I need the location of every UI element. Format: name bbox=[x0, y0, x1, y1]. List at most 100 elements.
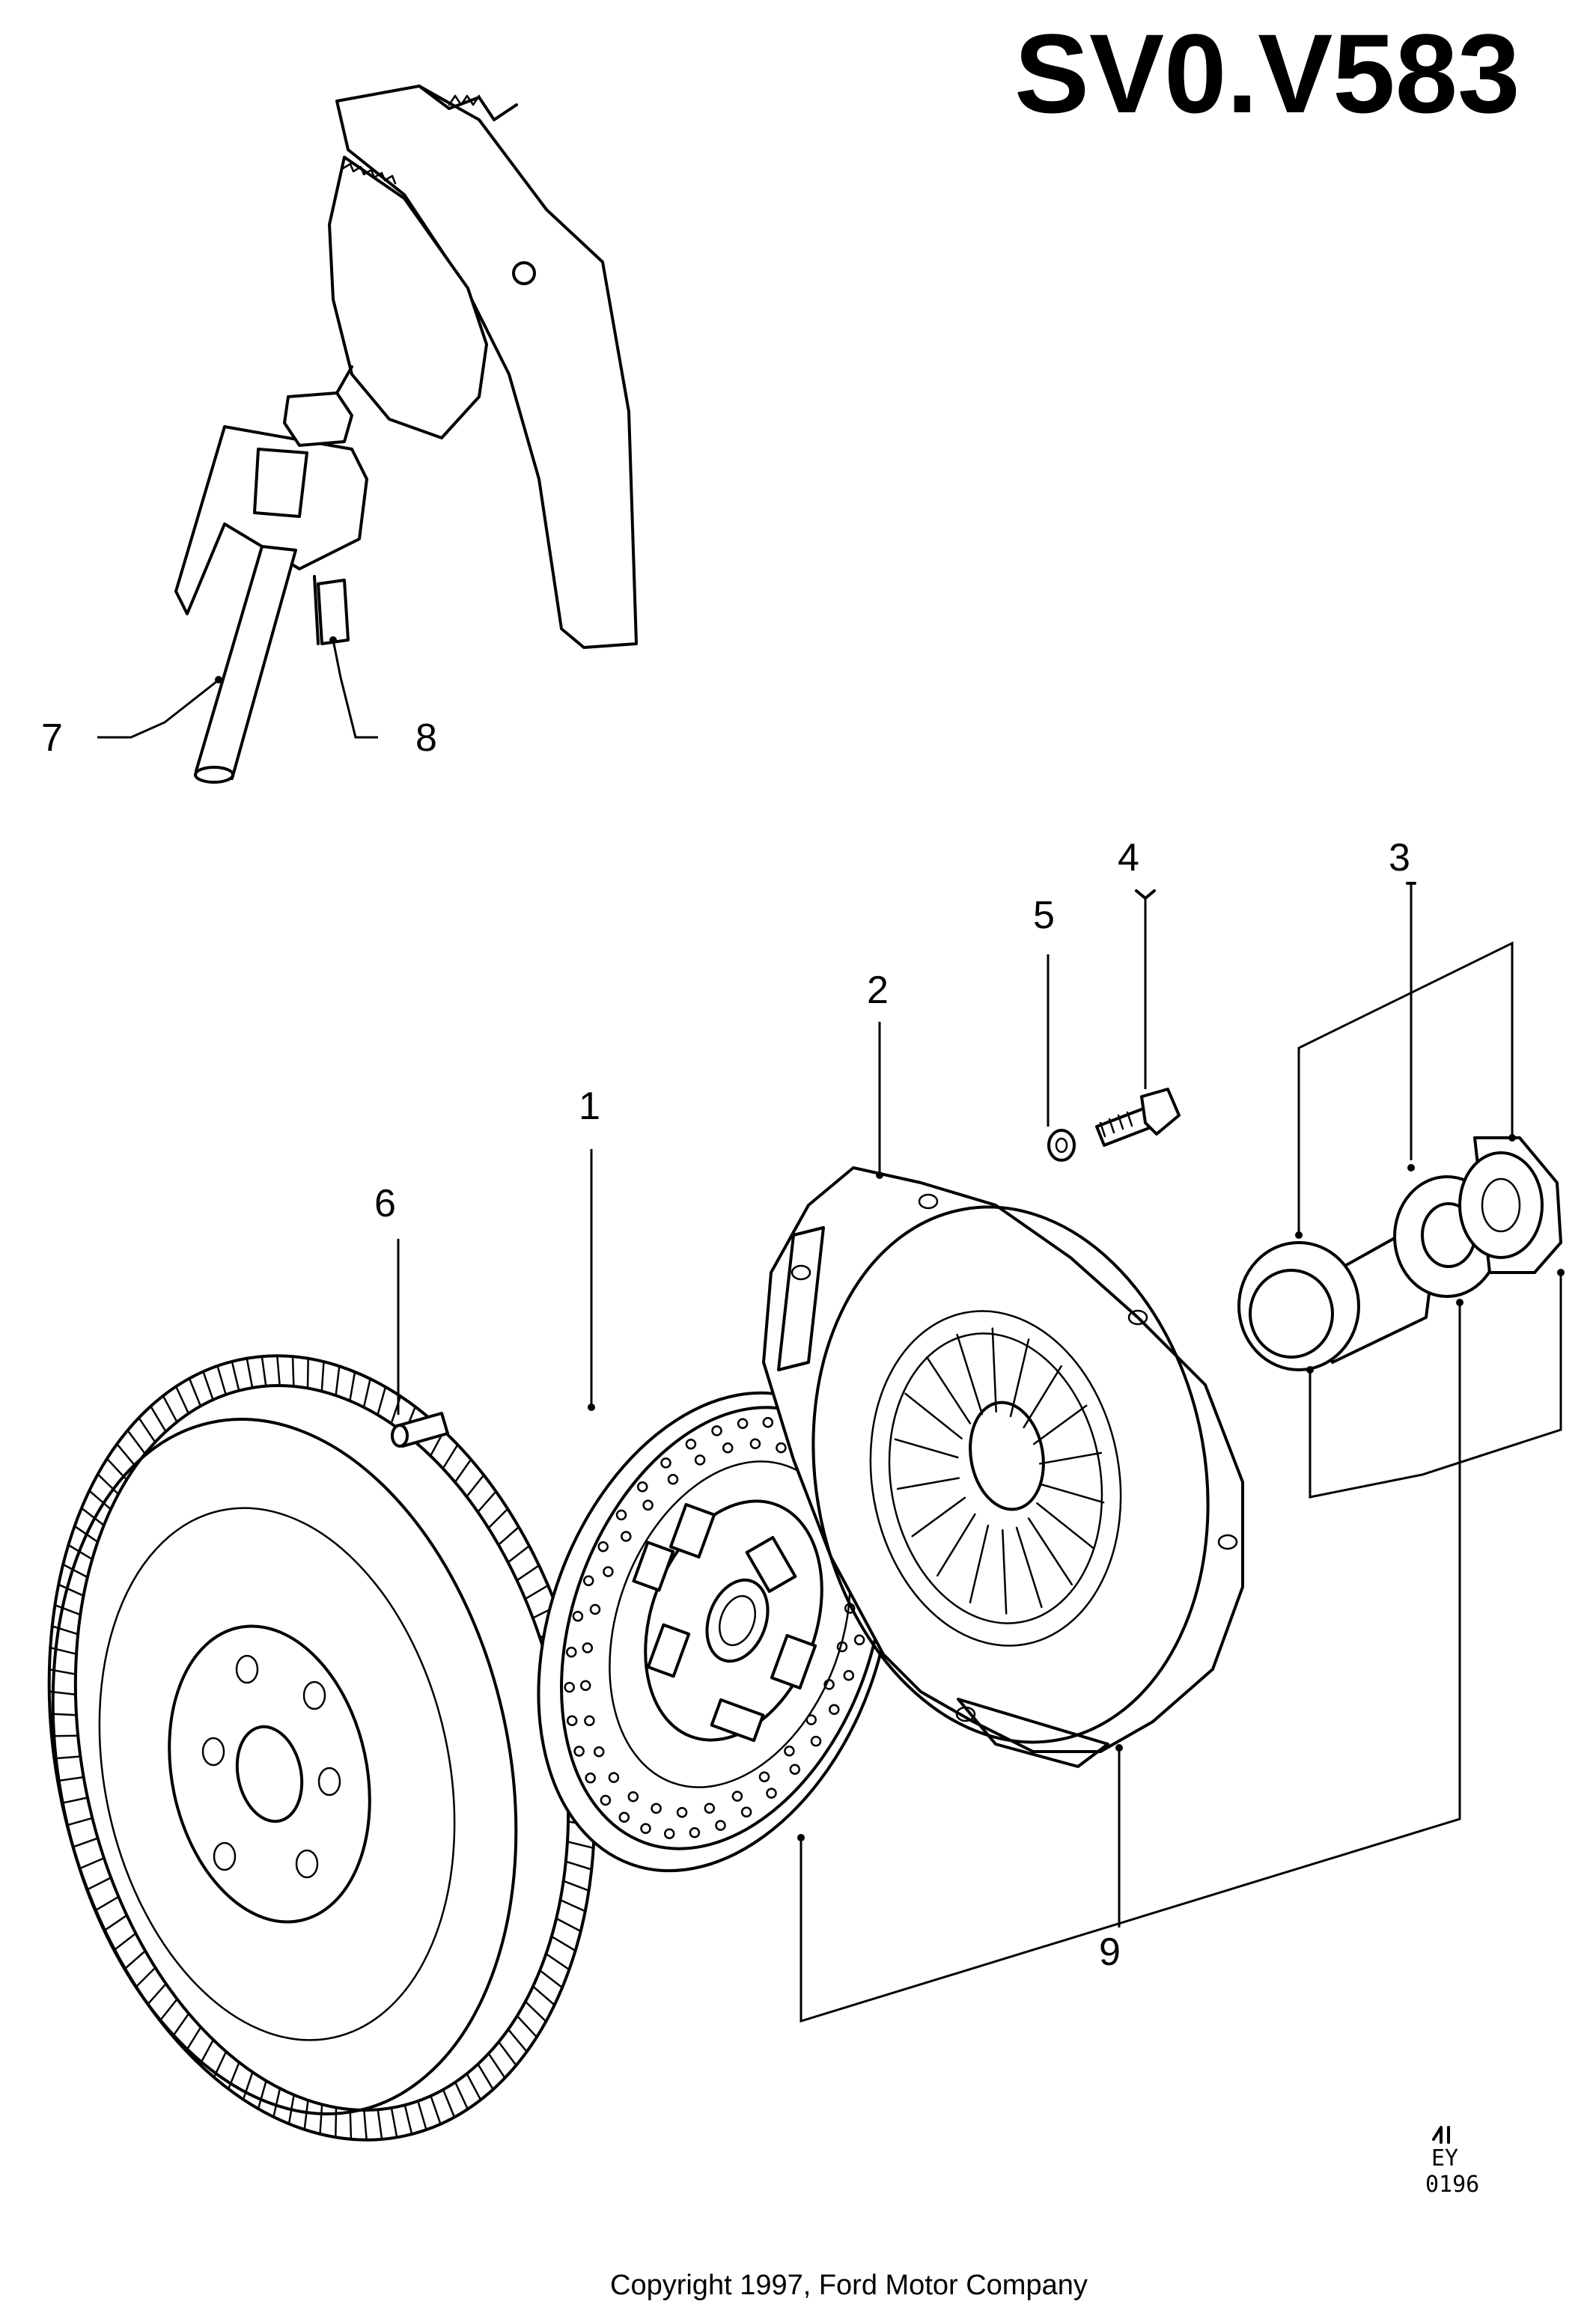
rivet bbox=[715, 1820, 726, 1831]
diaphragm-finger bbox=[1023, 1365, 1062, 1429]
rivet bbox=[731, 1791, 743, 1802]
callout-6: 6 bbox=[374, 1182, 396, 1225]
diaphragm-finger bbox=[1015, 1526, 1043, 1609]
diaphragm-finger bbox=[1040, 1483, 1105, 1504]
diaphragm-finger bbox=[1009, 1338, 1030, 1418]
rivet bbox=[740, 1806, 752, 1818]
diaphragm-fingers bbox=[894, 1327, 1105, 1615]
rivet bbox=[636, 1481, 648, 1493]
cover-flange bbox=[777, 1226, 825, 1371]
rivet bbox=[593, 1746, 605, 1758]
rivet bbox=[603, 1566, 614, 1577]
rivet bbox=[651, 1802, 662, 1814]
flywheel-center-bore bbox=[235, 1725, 304, 1823]
cable-clip-edge bbox=[313, 575, 320, 645]
quadrant-teeth bbox=[341, 162, 397, 185]
cover-lug-bottom bbox=[957, 1698, 1109, 1768]
cable-clip bbox=[317, 579, 350, 645]
release-hole bbox=[969, 1401, 1045, 1511]
diaphragm-finger bbox=[936, 1513, 976, 1577]
rivet bbox=[615, 1509, 627, 1521]
rivet bbox=[784, 1745, 795, 1757]
rivet bbox=[823, 1679, 835, 1690]
rivet bbox=[597, 1541, 609, 1552]
rivet bbox=[789, 1764, 801, 1775]
callout-4: 4 bbox=[1118, 836, 1139, 880]
callout-7: 7 bbox=[41, 716, 63, 760]
rivet bbox=[566, 1715, 578, 1726]
diaphragm-finger bbox=[991, 1327, 997, 1413]
rivet bbox=[805, 1714, 817, 1725]
clutch-pedal-assembly bbox=[174, 85, 638, 784]
rivet bbox=[600, 1794, 612, 1806]
rivet bbox=[640, 1823, 651, 1835]
pressure-plate-face bbox=[811, 1205, 1210, 1744]
rivet bbox=[689, 1827, 701, 1838]
rivet bbox=[749, 1438, 761, 1450]
diaphragm-finger bbox=[904, 1392, 963, 1439]
drawing-code-line1: EY bbox=[1431, 2145, 1458, 2172]
rivet bbox=[660, 1457, 671, 1469]
rivet bbox=[582, 1642, 594, 1654]
cable-rod-end bbox=[194, 766, 234, 784]
rivet bbox=[608, 1772, 620, 1783]
release-bearing-flange bbox=[1237, 1241, 1360, 1371]
diaphragm-finger bbox=[1027, 1517, 1073, 1586]
rivet bbox=[642, 1499, 654, 1511]
cover-bolt-holes bbox=[791, 1193, 1238, 1722]
rivet bbox=[667, 1474, 679, 1485]
rivet bbox=[572, 1610, 584, 1622]
rivet bbox=[829, 1704, 840, 1716]
callout-5: 5 bbox=[1033, 894, 1055, 937]
adjuster-nut bbox=[283, 391, 353, 447]
flywheel-hub bbox=[168, 1624, 371, 1924]
flywheel-inner-rim bbox=[98, 1507, 456, 2041]
rivet bbox=[589, 1603, 601, 1615]
diaphragm-finger bbox=[925, 1356, 972, 1424]
dowel-pin bbox=[391, 1412, 449, 1448]
diaphragm-finger bbox=[894, 1438, 959, 1459]
rivet bbox=[685, 1438, 697, 1450]
pressure-plate bbox=[762, 1166, 1244, 1768]
callout-1: 1 bbox=[579, 1085, 600, 1128]
diaphragm-finger bbox=[1002, 1529, 1008, 1615]
rivet bbox=[776, 1442, 787, 1454]
clutch-disc bbox=[537, 1391, 893, 1873]
drawing-code-mark bbox=[1432, 2126, 1450, 2144]
rivet bbox=[737, 1418, 749, 1429]
rivet bbox=[843, 1670, 855, 1681]
diaphragm-finger bbox=[896, 1477, 960, 1490]
callout-9: 9 bbox=[1099, 1930, 1121, 1974]
latch-spring bbox=[448, 94, 481, 106]
rivet bbox=[663, 1828, 675, 1839]
flywheel-face bbox=[51, 1418, 518, 2115]
drawing-code-line2: 0196 bbox=[1425, 2172, 1479, 2198]
cable-bracket bbox=[174, 425, 368, 615]
rivet bbox=[564, 1681, 575, 1693]
damper-springs bbox=[632, 1502, 817, 1743]
release-bearing-set bbox=[1237, 1136, 1562, 1371]
diaphragm-finger bbox=[1036, 1502, 1094, 1549]
rivet bbox=[573, 1746, 585, 1757]
pedal-pivot-hole bbox=[512, 261, 536, 285]
rivet bbox=[853, 1634, 865, 1646]
rivet bbox=[585, 1773, 596, 1784]
callout-3: 3 bbox=[1389, 836, 1410, 880]
rivet bbox=[758, 1771, 770, 1782]
cable-sleeve bbox=[253, 448, 308, 518]
diagram-title: SV0.V583 bbox=[1014, 10, 1520, 136]
rivet bbox=[579, 1680, 591, 1691]
pedal-quadrant bbox=[328, 156, 488, 439]
diaphragm-finger bbox=[956, 1333, 984, 1415]
bearing-bushing-bore bbox=[1481, 1177, 1521, 1233]
callout-8: 8 bbox=[415, 716, 437, 760]
clutch-disc-spline bbox=[719, 1594, 756, 1647]
pressure-plate-bolt bbox=[1095, 1088, 1181, 1147]
diaphragm-finger bbox=[911, 1496, 966, 1538]
clutch-disc-hub bbox=[705, 1578, 770, 1663]
rivet bbox=[618, 1811, 630, 1823]
bolt-arrow-icon bbox=[1135, 889, 1156, 900]
rivet bbox=[676, 1806, 688, 1818]
rivet bbox=[711, 1425, 722, 1436]
